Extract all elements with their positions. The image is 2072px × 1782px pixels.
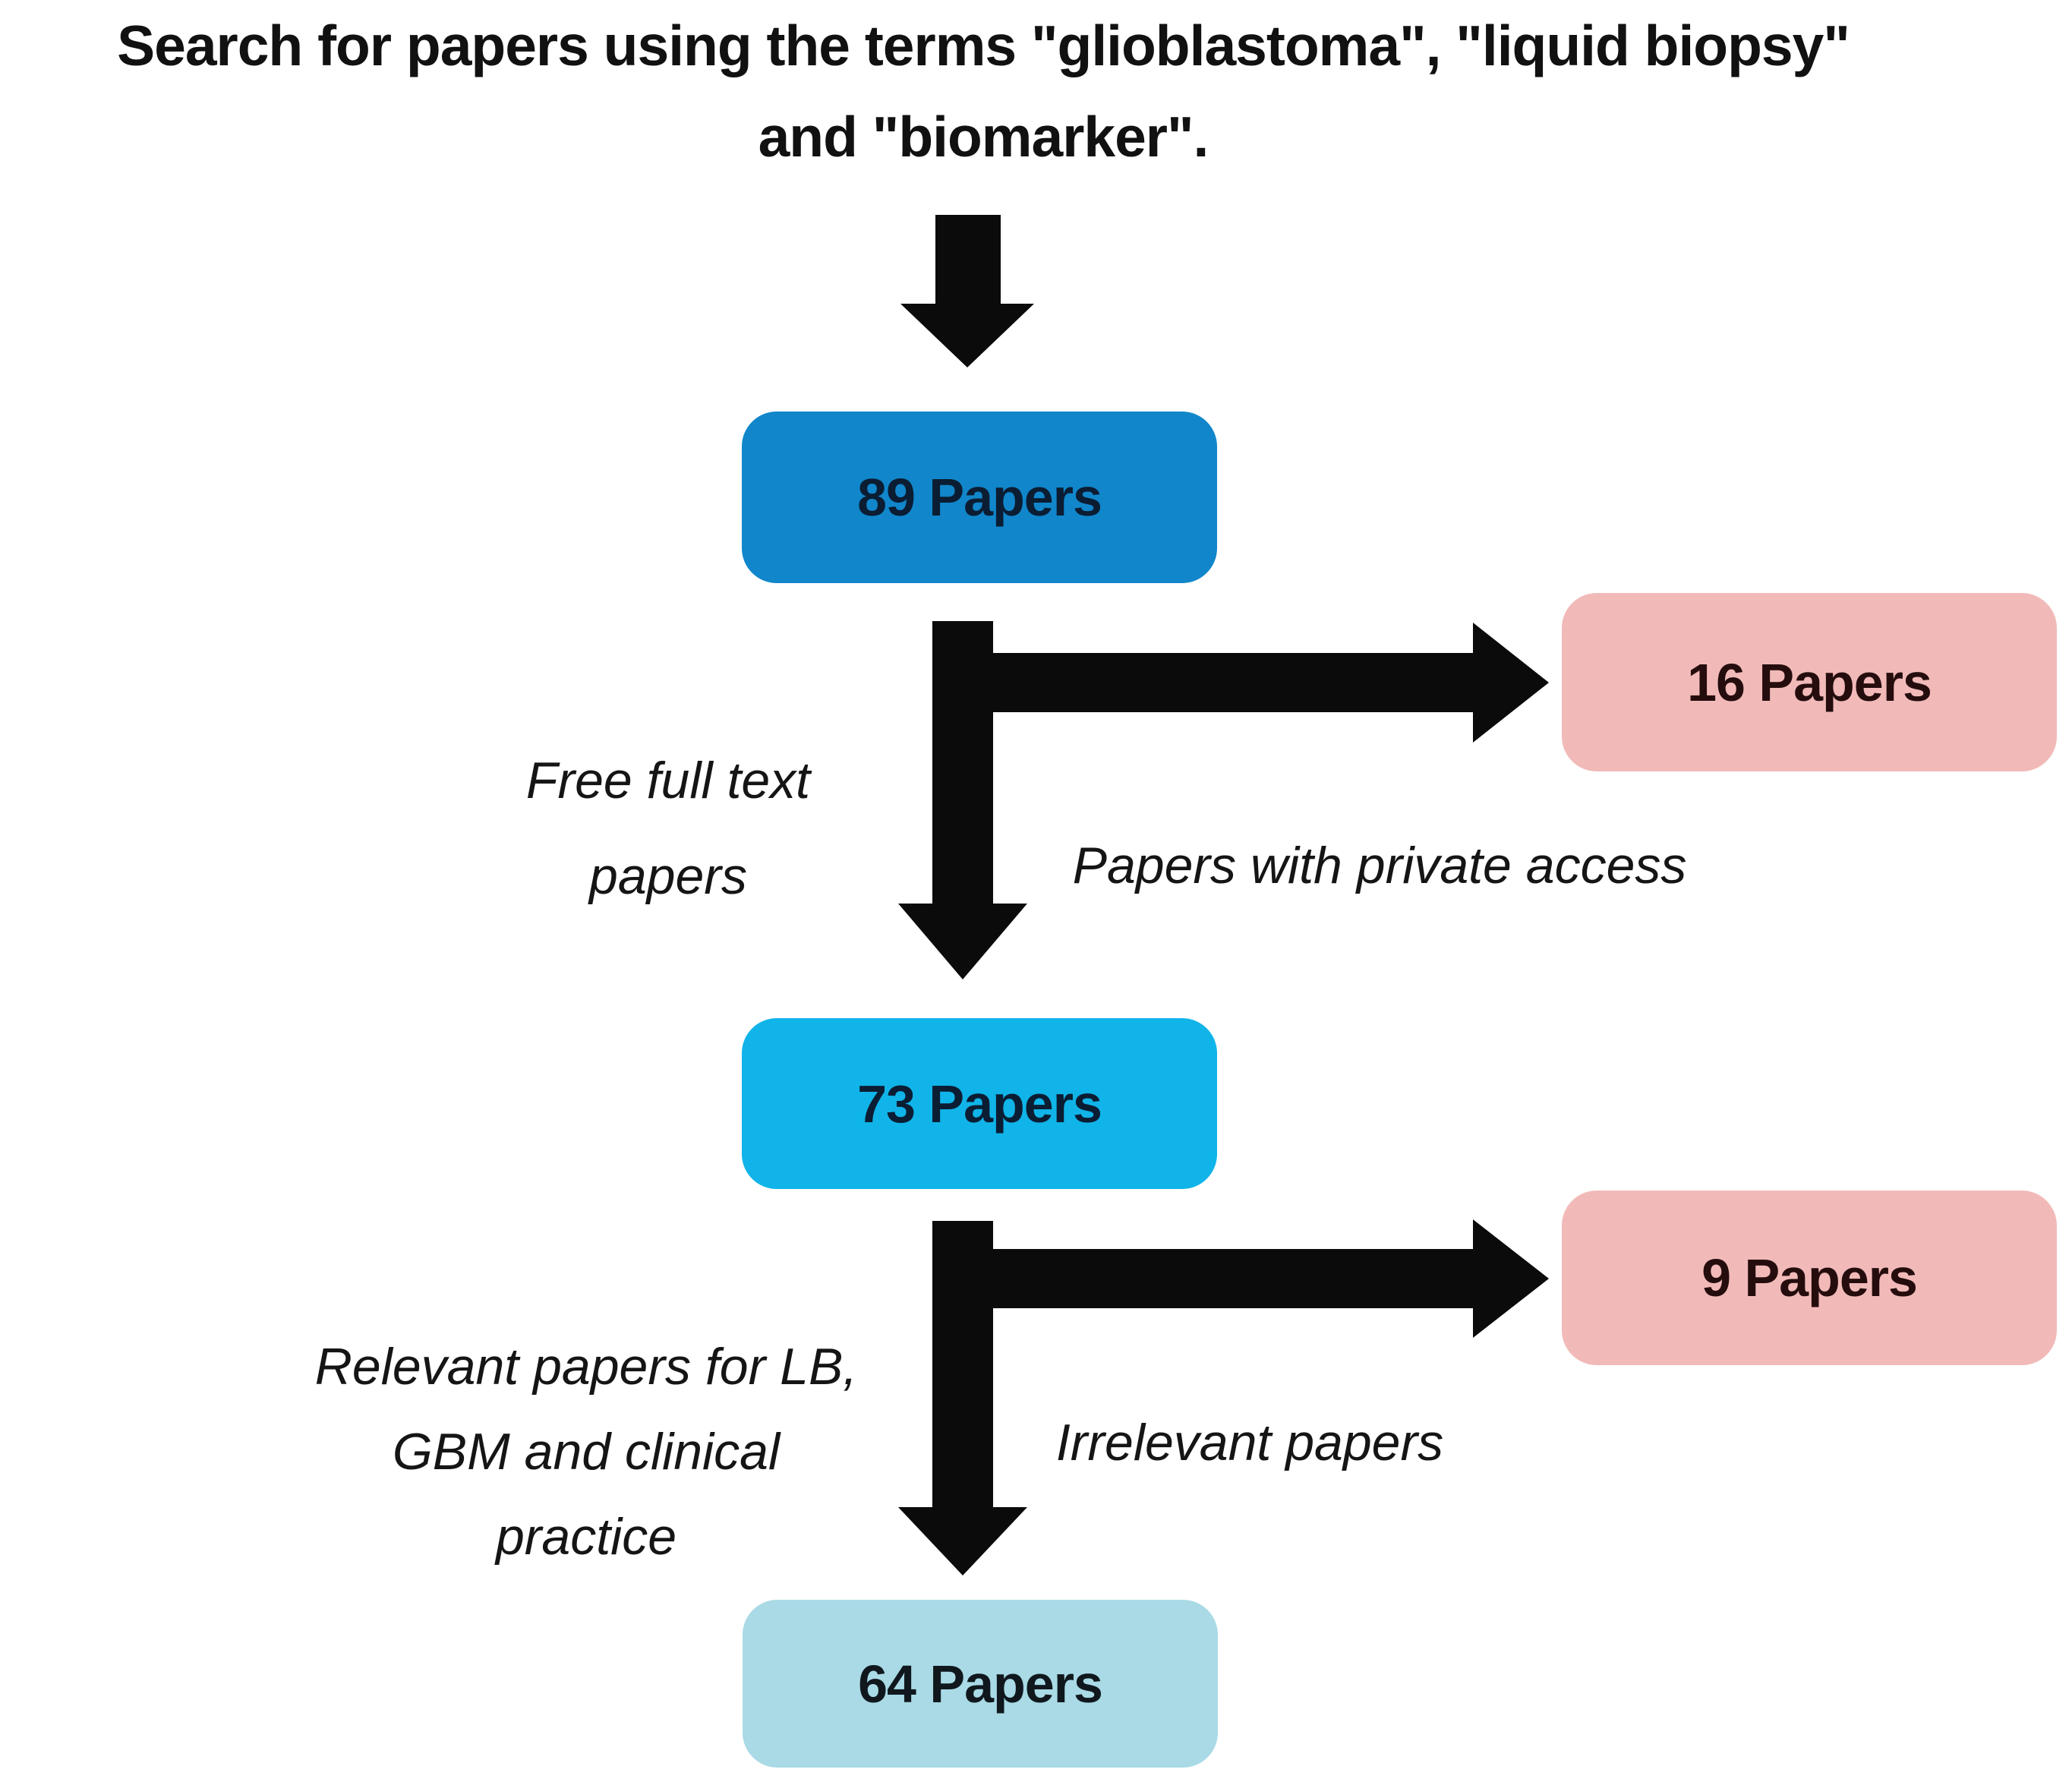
arrow-down-89-to-73 [898,621,1027,979]
edge-label-free-full-text: Free full text papers [525,752,811,905]
node-9-papers: 9 Papers [1562,1191,2057,1365]
arrow-right-to-16 [993,623,1549,743]
arrow-group [898,215,1549,1575]
node-16-papers: 16 Papers [1562,593,2057,771]
arrow-down-title-to-89 [900,215,1034,367]
edge-label-irrelevant-papers: Irrelevant papers [1055,1414,1444,1471]
diagram-title: Search for papers using the terms "gliob… [117,14,1850,169]
edge-label-relevant-papers: Relevant papers for LB, GBM and clinical… [314,1338,858,1566]
node-64-papers: 64 Papers [743,1600,1218,1768]
edge-label-private-access: Papers with private access [1072,837,1687,894]
arrow-down-73-to-64 [898,1221,1027,1575]
arrow-right-to-9 [993,1219,1549,1338]
node-73-papers: 73 Papers [742,1018,1217,1189]
node-89-papers: 89 Papers [742,412,1217,583]
